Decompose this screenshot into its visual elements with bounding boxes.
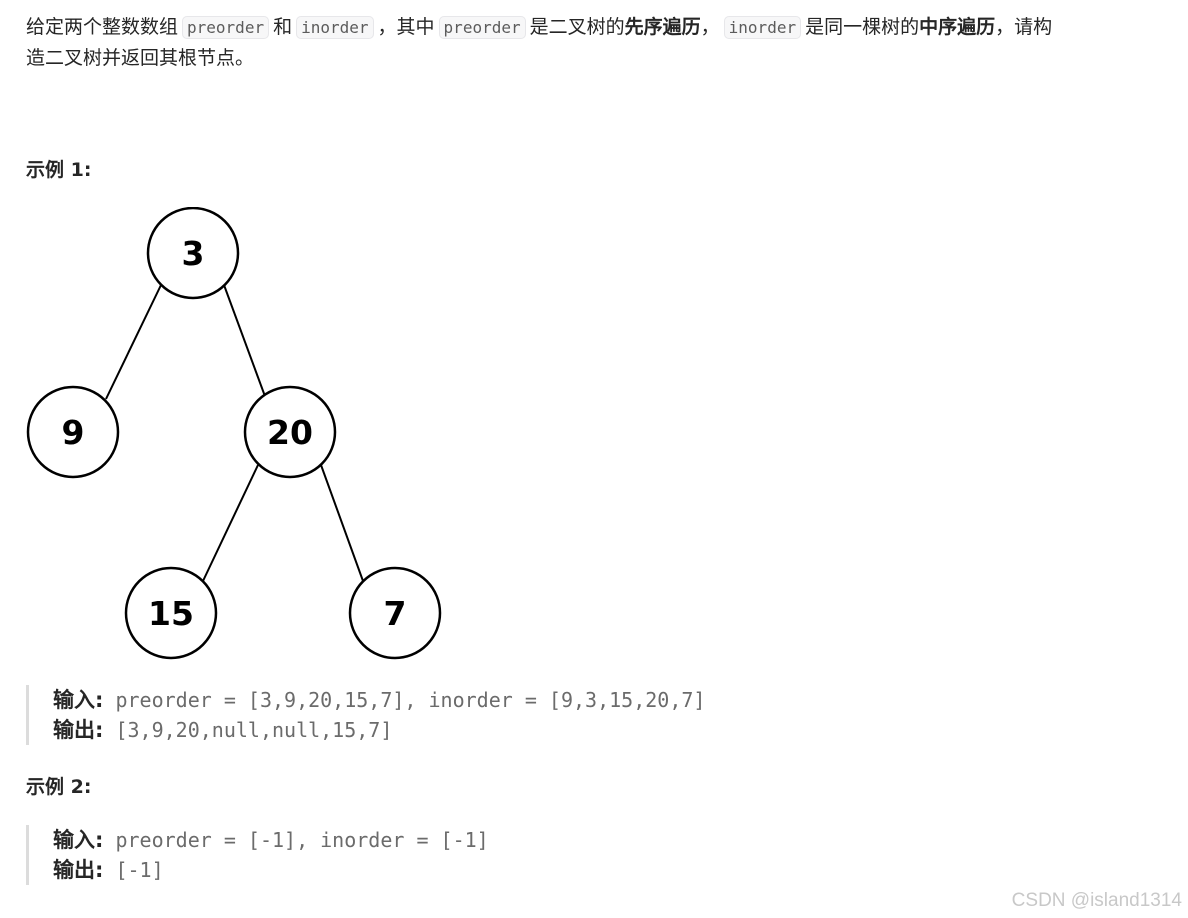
binary-tree-svg: 3 9 20 15 7 <box>26 207 442 660</box>
tree-node-9: 9 <box>26 385 120 479</box>
input-label: 输入: <box>53 828 104 852</box>
desc-text: ，请构 <box>995 16 1053 38</box>
edge-20-15 <box>202 464 259 582</box>
desc-text: 是二叉树的 <box>529 16 625 38</box>
tree-node-3: 3 <box>146 207 240 300</box>
input-value: preorder = [3,9,20,15,7], inorder = [9,3… <box>103 688 706 712</box>
desc-text: ，其中 <box>377 16 435 38</box>
description-line-2: 造二叉树并返回其根节点。 <box>26 47 255 69</box>
example-1-input: 输入: preorder = [3,9,20,15,7], inorder = … <box>53 685 705 715</box>
input-value: preorder = [-1], inorder = [-1] <box>103 828 489 852</box>
node-label-15: 15 <box>148 594 194 633</box>
tree-node-7: 7 <box>348 566 442 660</box>
desc-text: 是同一棵树的 <box>805 16 920 38</box>
bold-preorder-traversal: 先序遍历 <box>624 16 701 38</box>
bold-inorder-traversal: 中序遍历 <box>919 16 996 38</box>
output-label: 输出: <box>53 718 104 742</box>
csdn-watermark: CSDN @island1314 <box>1011 890 1182 911</box>
tree-node-20: 20 <box>243 385 337 479</box>
code-preorder: preorder <box>182 16 270 39</box>
desc-text: 和 <box>273 16 293 38</box>
desc-text: 给定两个整数数组 <box>26 16 179 38</box>
output-value: [-1] <box>103 858 164 882</box>
node-label-7: 7 <box>384 594 407 633</box>
node-label-20: 20 <box>267 413 313 452</box>
binary-tree-diagram: 3 9 20 15 7 <box>26 207 446 664</box>
example-1-output: 输出: [3,9,20,null,null,15,7] <box>53 715 705 745</box>
desc-text: ， <box>700 16 720 38</box>
example-2-io: 输入: preorder = [-1], inorder = [-1] 输出: … <box>26 825 489 885</box>
code-inorder: inorder <box>296 16 374 39</box>
node-label-9: 9 <box>62 413 85 452</box>
example-1-io: 输入: preorder = [3,9,20,15,7], inorder = … <box>26 685 705 745</box>
example-1-title: 示例 1: <box>26 159 92 181</box>
example-2-input: 输入: preorder = [-1], inorder = [-1] <box>53 825 489 855</box>
edge-20-7 <box>320 464 364 582</box>
example-2-title: 示例 2: <box>26 776 92 798</box>
code-preorder: preorder <box>438 16 526 39</box>
tree-node-15: 15 <box>124 566 218 660</box>
node-label-3: 3 <box>182 234 205 273</box>
output-value: [3,9,20,null,null,15,7] <box>103 718 393 742</box>
edge-3-9 <box>105 284 162 400</box>
input-label: 输入: <box>53 688 104 712</box>
example-2-output: 输出: [-1] <box>53 855 489 885</box>
output-label: 输出: <box>53 858 104 882</box>
code-inorder: inorder <box>723 16 802 39</box>
edge-3-20 <box>223 284 267 400</box>
